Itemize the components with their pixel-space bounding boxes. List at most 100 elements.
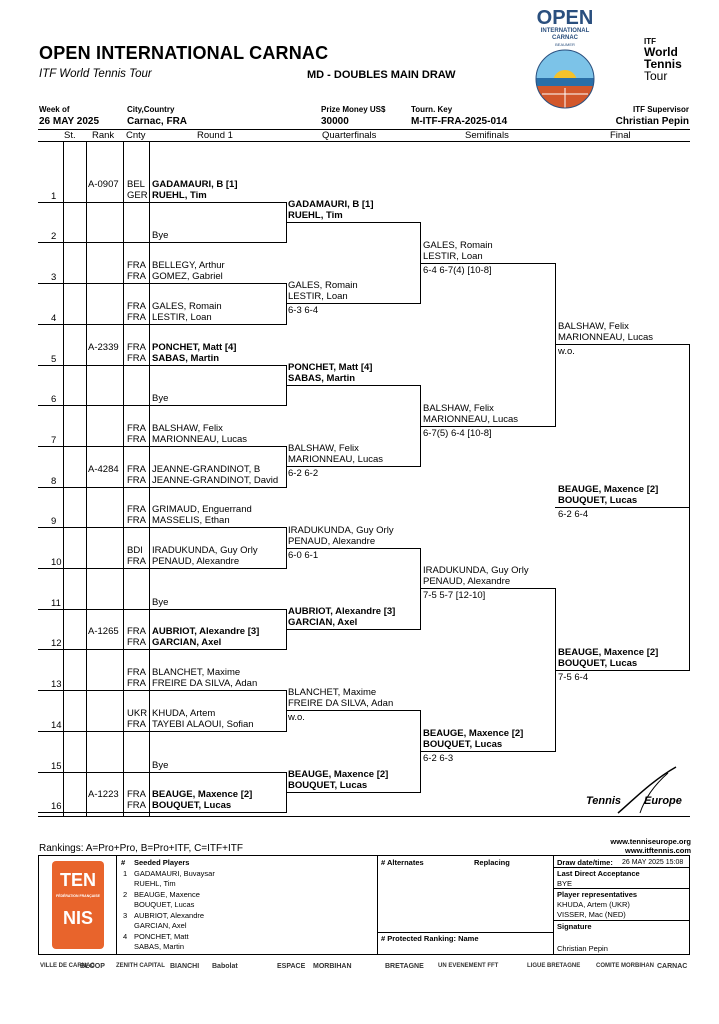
slot-number: 7	[51, 434, 57, 446]
r1-slot-rule	[38, 242, 286, 244]
tennis-europe-word2: Europe	[644, 795, 682, 807]
seed-player-2: RUEHL, Tim	[134, 879, 176, 888]
sf-slot-rule	[420, 588, 555, 590]
prize-value: 30000	[321, 116, 349, 127]
sf-slot-rule	[420, 262, 555, 264]
country-2: FRA	[127, 800, 146, 812]
week-label: Week of	[39, 105, 70, 114]
rank-value: A-4284	[88, 463, 119, 475]
r1-player-2: Bye	[152, 596, 169, 608]
slot-number: 9	[51, 516, 57, 528]
country-2: FRA	[127, 556, 146, 567]
r1-player-2: JEANNE-GRANDINOT, David	[152, 474, 279, 486]
country-1: FRA	[127, 422, 146, 434]
protected-rule	[377, 932, 553, 933]
header-rule-bottom	[38, 141, 690, 142]
qf-slot-rule	[286, 629, 420, 631]
r1-slot-rule	[38, 771, 286, 773]
col-round1: Round 1	[197, 130, 233, 141]
footer-sep2	[377, 855, 378, 955]
seed-number: 1	[123, 869, 128, 878]
country-2: FRA	[127, 474, 146, 486]
wtt-line3: Tour	[644, 69, 668, 83]
qf-player-1: BALSHAW, Felix	[288, 443, 359, 455]
country-1: FRA	[127, 626, 146, 638]
r1-player-1: JEANNE-GRANDINOT, B	[152, 463, 261, 475]
r1-player-2: PENAUD, Alexandre	[152, 556, 240, 567]
country-2: FRA	[127, 311, 146, 323]
lda-label: Last Direct Acceptance	[557, 869, 640, 878]
seeded-hash: #	[121, 858, 126, 867]
city-value: Carnac, FRA	[127, 116, 188, 127]
r1-slot-rule	[38, 812, 286, 814]
qf-player-2: PENAUD, Alexandre	[288, 535, 376, 547]
r1-slot-rule	[38, 527, 286, 529]
qf-slot-rule	[286, 710, 420, 712]
week-value: 26 MAY 2025	[39, 116, 100, 127]
seed-number: 2	[123, 890, 128, 899]
qf-player-1: GALES, Romain	[288, 280, 358, 292]
sponsor-logo: BLOOP	[80, 963, 105, 970]
qf-slot-rule	[286, 791, 420, 793]
seed-player-1: BEAUGE, Maxence	[134, 890, 200, 899]
country-2: FRA	[127, 637, 146, 649]
sponsor-logo: BIANCHI	[170, 963, 200, 970]
qf-player-2: FREIRE DA SILVA, Adan	[288, 698, 394, 710]
country-1: FRA	[127, 504, 146, 516]
reps-label: Player representatives	[557, 890, 638, 899]
seed-number: 4	[123, 932, 128, 941]
sf-slot-rule	[420, 751, 555, 753]
winner-rule	[555, 506, 690, 508]
slot-number: 5	[51, 353, 57, 365]
r1-slot-rule	[38, 730, 286, 732]
qf-player-1: IRADUKUNDA, Guy Orly	[288, 524, 394, 536]
signature-label: Signature	[557, 922, 592, 931]
r1-player-2: GOMEZ, Gabriel	[152, 271, 223, 283]
sf-player-2: PENAUD, Alexandre	[423, 576, 511, 588]
r1-player-2: RUEHL, Tim	[152, 189, 207, 201]
r1-slot-rule	[38, 649, 286, 651]
country-2: FRA	[127, 718, 146, 730]
sponsor-logo: CARNAC	[657, 963, 688, 970]
r1-slot-rule	[38, 283, 286, 285]
rank-value: A-1223	[88, 789, 119, 801]
final-score: 7-5 6-4	[558, 671, 589, 683]
r1-slot-rule	[38, 690, 286, 692]
sponsor-logo: ZENITH CAPITAL	[116, 963, 165, 969]
signature-value: Christian Pepin	[557, 944, 608, 953]
footer-sep3	[553, 855, 554, 955]
slot-number: 13	[51, 679, 62, 691]
r1-player-2: BOUQUET, Lucas	[152, 800, 232, 812]
country-1: FRA	[127, 789, 146, 801]
sf-slot-rule	[420, 425, 555, 427]
col-rank: Rank	[92, 130, 115, 141]
final-player-1: BEAUGE, Maxence [2]	[558, 646, 659, 658]
winner-score: 6-2 6-4	[558, 508, 589, 520]
supervisor-value: Christian Pepin	[615, 116, 689, 127]
sf-player-2: LESTIR, Loan	[423, 250, 483, 262]
reps-rule	[553, 920, 690, 921]
country-2: FRA	[127, 515, 146, 527]
url-tenniseurope: www.tenniseurope.org	[610, 837, 691, 846]
rank-value: A-1265	[88, 626, 119, 638]
country-2: FRA	[127, 352, 146, 364]
drawdate-rule	[553, 867, 690, 868]
protected-title: # Protected Ranking: Name	[381, 934, 479, 943]
city-label: City,Country	[127, 105, 175, 114]
winner-player-1: BEAUGE, Maxence [2]	[558, 483, 659, 495]
slot-number: 10	[51, 557, 62, 568]
r1-player-1: PONCHET, Matt [4]	[152, 341, 237, 353]
header-rule-top	[38, 129, 690, 130]
r1-slot-rule	[38, 323, 286, 325]
prize-label: Prize Money US$	[321, 105, 386, 114]
country-2: FRA	[127, 271, 146, 283]
r1-player-2: LESTIR, Loan	[152, 311, 212, 323]
winner-player-2: BOUQUET, Lucas	[558, 494, 638, 506]
col-final: Final	[610, 130, 631, 141]
qf-slot-rule	[286, 547, 420, 549]
sf-score: 6-4 6-7(4) [10-8]	[423, 264, 492, 276]
qf-player-2: GARCIAN, Axel	[288, 617, 358, 629]
r1-slot-rule	[38, 568, 286, 569]
r1-slot-rule	[38, 608, 286, 610]
tennis-europe-word1: Tennis	[586, 795, 622, 807]
